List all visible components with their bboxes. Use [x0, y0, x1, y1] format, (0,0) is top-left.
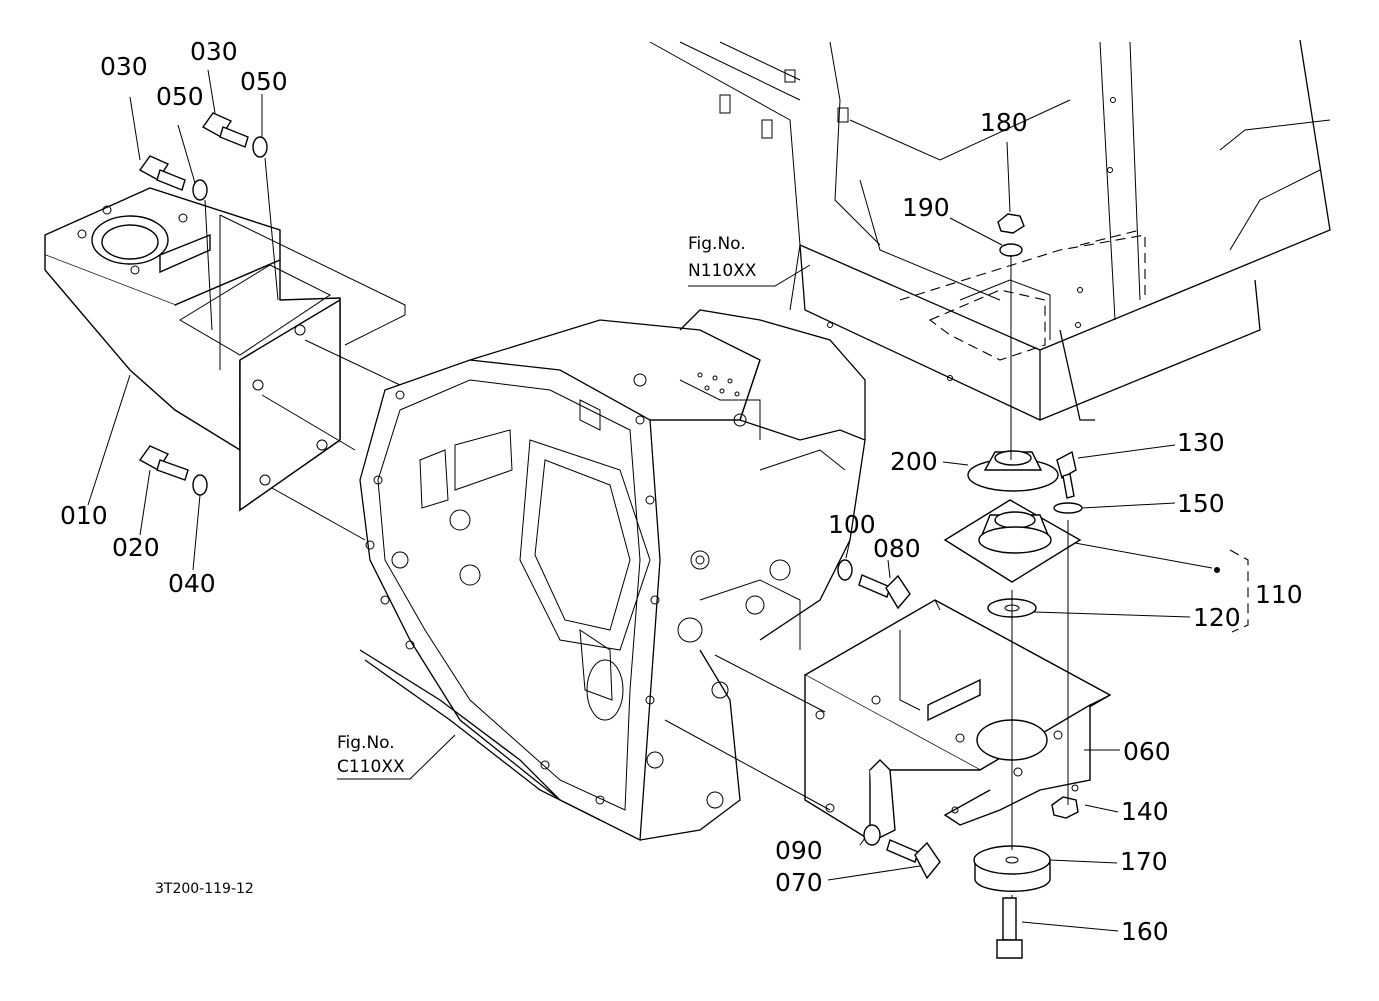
callout-110: 110 [1255, 580, 1303, 609]
callout-180: 180 [980, 108, 1028, 137]
callout-040: 040 [168, 569, 216, 598]
callout-120: 120 [1193, 603, 1241, 632]
fig-ref-n110xx-line1: Fig.No. [688, 234, 746, 254]
fasteners-drawing [138, 112, 1083, 959]
callout-050-right: 050 [240, 67, 288, 96]
callout-190: 190 [902, 193, 950, 222]
callout-160: 160 [1121, 917, 1169, 946]
fig-ref-n110xx-line2: N110XX [688, 261, 757, 281]
callout-030-left: 030 [100, 52, 148, 81]
callout-090: 090 [775, 836, 823, 865]
callout-130: 130 [1177, 428, 1225, 457]
callout-170: 170 [1120, 847, 1168, 876]
fig-ref-c110xx-line2: C110XX [337, 757, 405, 777]
cab-frame-drawing [649, 39, 1331, 421]
leader-lines [87, 69, 1249, 932]
callout-060: 060 [1123, 737, 1171, 766]
fig-ref-c110xx-line1: Fig.No. [337, 733, 395, 753]
callout-010: 010 [60, 501, 108, 530]
callout-020: 020 [112, 533, 160, 562]
left-bracket-010 [44, 187, 406, 512]
callout-080: 080 [873, 534, 921, 563]
callout-030-right: 030 [190, 37, 238, 66]
right-bracket-060 [803, 599, 1112, 842]
transmission-housing-drawing [359, 309, 866, 842]
callout-150: 150 [1177, 489, 1225, 518]
callout-100: 100 [828, 510, 876, 539]
callout-050-left: 050 [156, 82, 204, 111]
callout-200: 200 [890, 447, 938, 476]
document-code: 3T200-119-12 [155, 881, 254, 897]
callout-labels: 010 020 030 030 040 050 050 060 070 080 … [60, 37, 1303, 946]
callout-140: 140 [1121, 797, 1169, 826]
callout-070: 070 [775, 868, 823, 897]
